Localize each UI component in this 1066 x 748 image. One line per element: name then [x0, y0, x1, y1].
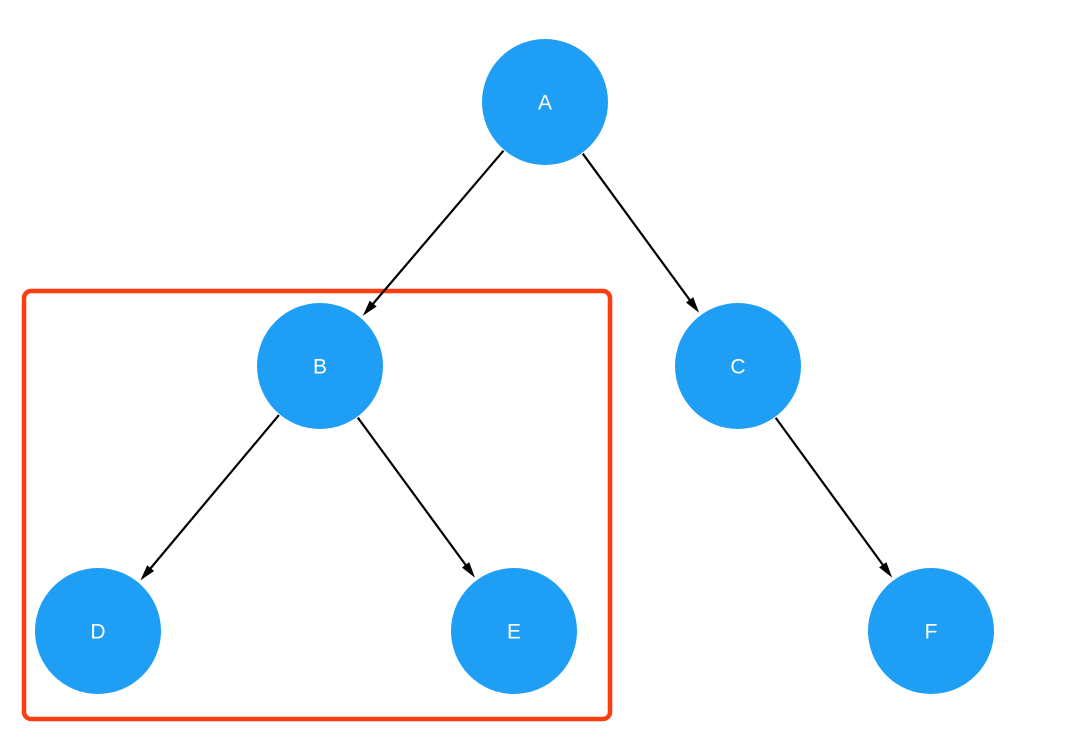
edge-a-to-b[interactable]	[362, 149, 505, 316]
edge-line	[370, 149, 505, 307]
edge-line	[356, 416, 468, 568]
arrowhead-icon	[140, 565, 155, 581]
nodes-group: A B C D E F	[35, 39, 994, 694]
edge-b-to-d[interactable]	[140, 414, 280, 581]
node-b[interactable]: B	[257, 303, 383, 429]
node-f[interactable]: F	[868, 568, 994, 694]
arrowhead-icon	[461, 562, 476, 578]
node-circle[interactable]	[482, 39, 608, 165]
subtree-highlight-rect[interactable]	[21, 288, 613, 722]
node-circle[interactable]	[675, 303, 801, 429]
node-circle[interactable]	[868, 568, 994, 694]
node-c[interactable]: C	[675, 303, 801, 429]
edge-line	[148, 414, 280, 571]
edge-a-to-c[interactable]	[581, 153, 700, 313]
edges-group	[140, 149, 893, 581]
edge-c-to-f[interactable]	[774, 417, 893, 578]
node-a[interactable]: A	[482, 39, 608, 165]
edge-line	[774, 417, 886, 568]
node-circle[interactable]	[257, 303, 383, 429]
edge-line	[581, 153, 692, 303]
node-circle[interactable]	[35, 568, 161, 694]
node-d[interactable]: D	[35, 568, 161, 694]
arrowhead-icon	[685, 297, 700, 313]
node-circle[interactable]	[451, 568, 577, 694]
edge-b-to-e[interactable]	[356, 416, 476, 578]
arrowhead-icon	[879, 562, 893, 578]
arrowhead-icon	[362, 300, 377, 316]
node-e[interactable]: E	[451, 568, 577, 694]
